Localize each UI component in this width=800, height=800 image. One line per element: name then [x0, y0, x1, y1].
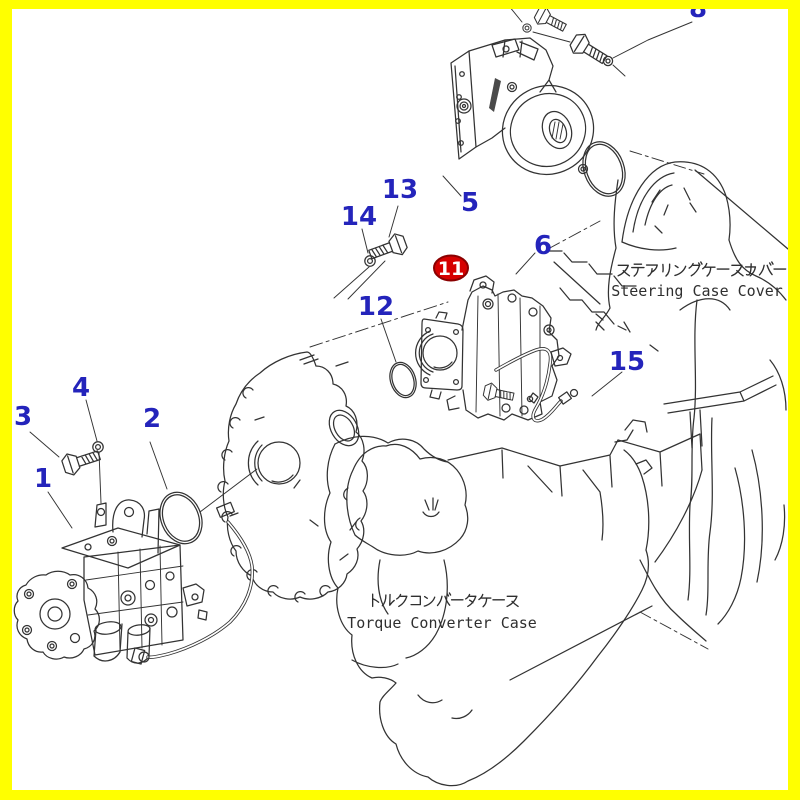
bolt-cluster-top: [522, 9, 614, 70]
o-ring-12-drawing: [389, 361, 417, 399]
axis-bottom-right: [639, 611, 709, 650]
axis-cover: [629, 150, 705, 175]
callout-14: 14: [341, 202, 377, 232]
torque-converter-case-drawing: [323, 433, 703, 787]
leader-lines-top: [510, 9, 693, 77]
leader-lines: [29, 205, 623, 529]
o-ring-5-drawing: [582, 141, 626, 197]
callout-6: 6: [534, 231, 552, 261]
label-torque-converter-case: Torque Converter Case: [347, 592, 537, 632]
flywheel-case-drawing: [217, 351, 368, 603]
callout-8: 8: [689, 0, 707, 24]
callout-1: 1: [34, 464, 52, 494]
pump-11-drawing: [414, 275, 572, 421]
callout-12: 12: [358, 292, 394, 322]
callout-3: 3: [14, 402, 32, 432]
callout-13: 13: [382, 175, 418, 205]
o-ring-2-drawing: [159, 491, 203, 545]
callout-4: 4: [72, 373, 90, 403]
label-steering-en: Steering Case Cover: [611, 282, 783, 300]
label-torque-en: Torque Converter Case: [347, 614, 537, 632]
wire-harness-15-drawing: [481, 347, 579, 423]
axis-case-bore: [199, 468, 258, 513]
leader-5: [442, 175, 462, 197]
pump-1-drawing: [13, 451, 208, 664]
pump-5-drawing: [450, 37, 595, 176]
callout-2: 2: [143, 404, 161, 434]
label-steering-case-cover: Steering Case Cover: [611, 261, 787, 300]
steering-case-cover-drawing: [547, 161, 788, 642]
callout-5: 5: [461, 188, 479, 218]
axis-main: [309, 301, 449, 348]
fasteners: [59, 230, 410, 478]
label-steering-jp: [617, 261, 787, 277]
callout-11-highlight: 11: [433, 254, 469, 282]
callout-11: 11: [438, 258, 464, 280]
callout-15: 15: [609, 347, 645, 377]
axis-6: [547, 220, 601, 250]
wire-harness-1-drawing: [130, 501, 254, 665]
